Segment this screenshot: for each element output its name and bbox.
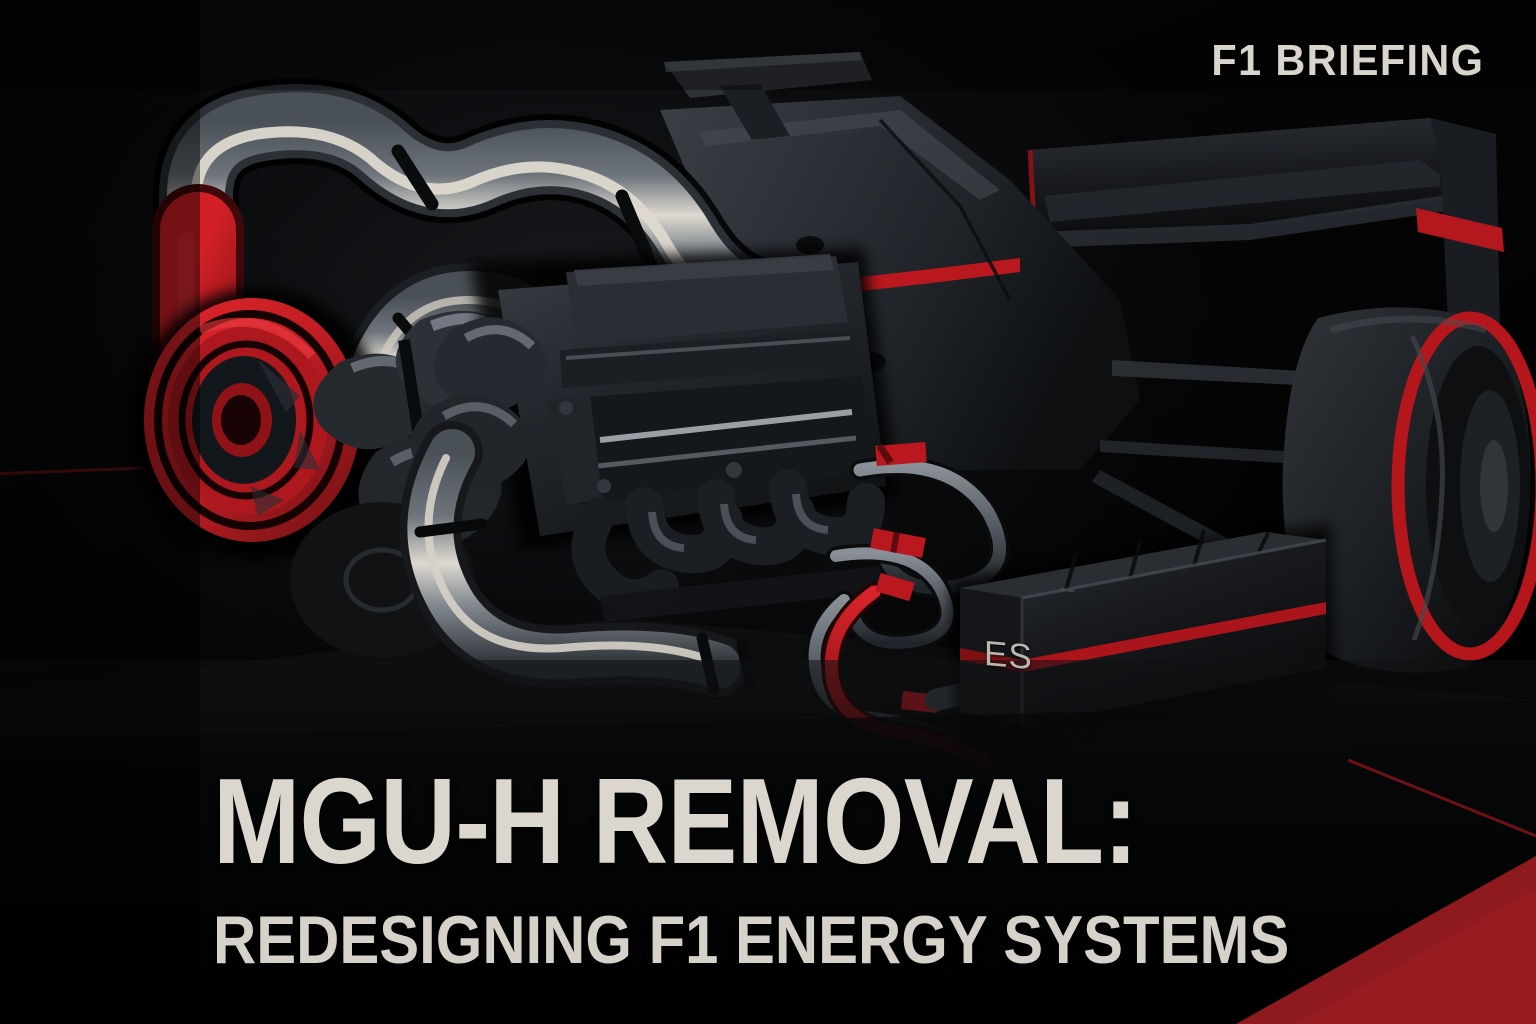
cam-cover-rib-2	[597, 435, 857, 469]
tyre-sidewall-red-ring	[1391, 311, 1536, 661]
es-top-rib-4	[1256, 532, 1270, 555]
compressor-housing-groove-2	[178, 340, 314, 500]
accessory-housing-2-hl	[441, 402, 518, 428]
compressor-blade-1	[258, 360, 300, 412]
accessory-housing-hl	[463, 325, 536, 350]
cam-cover-rib-1	[599, 409, 853, 443]
es-top-rib-2	[1128, 541, 1142, 579]
corner-thin-red-line	[1347, 758, 1536, 838]
intake-pipe-clamp-3	[615, 189, 655, 265]
es-top-rib-3	[1192, 529, 1206, 567]
title-block: MGU-H REMOVAL: REDESIGNING F1 ENERGY SYS…	[213, 760, 1353, 974]
exhaust-runner-3-hl	[792, 493, 829, 534]
roll-hoop-strut	[720, 84, 790, 140]
kicker-label: F1 BRIEFING	[1211, 36, 1484, 85]
compressor-nut	[221, 395, 261, 445]
cam-cover-upper-top	[574, 254, 834, 286]
rear-wing-upper-flap	[1044, 160, 1440, 222]
tyre-shoulder-line	[1409, 334, 1445, 641]
bottom-fade	[0, 660, 1536, 1024]
tyre-top-highlight	[1329, 315, 1487, 334]
connector-3	[875, 572, 915, 602]
rear-wing-endplate-red-stripe	[1416, 208, 1504, 252]
connector-2b	[890, 532, 900, 553]
compressor-blade-2	[294, 430, 320, 470]
engine-bolt-2	[597, 479, 611, 493]
intake-pipe-clamp-2	[391, 144, 439, 211]
engine-mid-plate-line	[565, 336, 851, 360]
hv-cable-grey-2-body	[830, 547, 954, 649]
engine-bolt-3	[726, 462, 742, 478]
exhaust-runner-1-hl	[648, 511, 685, 552]
es-top-rib-1	[1064, 553, 1078, 591]
rear-wing-trailing-edge	[1034, 192, 1468, 248]
energy-store-label: ES	[984, 633, 1033, 678]
shaft-collar	[398, 339, 424, 431]
compressor-blade-3	[250, 486, 284, 516]
vignette-left	[0, 0, 200, 1024]
engine-cover-vent	[796, 236, 825, 254]
es-top-face	[960, 532, 1326, 598]
es-edge-highlight	[1021, 538, 1327, 600]
exhaust-collector	[600, 566, 884, 622]
compressor-rim-highlight	[198, 317, 316, 360]
turbocharger	[130, 184, 529, 560]
es-red-stripe	[1022, 602, 1326, 672]
engine-cover-panel-line	[878, 118, 1012, 301]
engine-bolt-4	[560, 338, 572, 350]
exhaust-runner-3	[769, 469, 885, 556]
corner-red-diagonal-inner	[1296, 888, 1536, 1024]
vignette-top	[0, 0, 1536, 90]
intake-pipe-highlight	[190, 126, 752, 312]
rear-suspension-lower	[1100, 440, 1300, 464]
lower-pipe-clamp-1	[414, 518, 488, 538]
roll-hoop-wing-edge	[664, 52, 862, 72]
car-bodywork	[660, 52, 1504, 572]
wheel-hub	[1480, 440, 1508, 532]
page-title: MGU-H REMOVAL:	[213, 753, 1138, 889]
exhaust-manifold	[571, 469, 885, 622]
page-subtitle: REDESIGNING F1 ENERGY SYSTEMS	[213, 902, 1290, 978]
connector-1b	[876, 443, 894, 465]
exhaust-runner-2-hl	[720, 503, 757, 544]
rear-suspension-upper	[1112, 360, 1320, 386]
cam-cover-edge	[548, 392, 602, 506]
intake-plenum-pipe	[153, 78, 811, 345]
rear-tyre	[1282, 307, 1536, 673]
engine-bolt-1	[559, 401, 573, 415]
